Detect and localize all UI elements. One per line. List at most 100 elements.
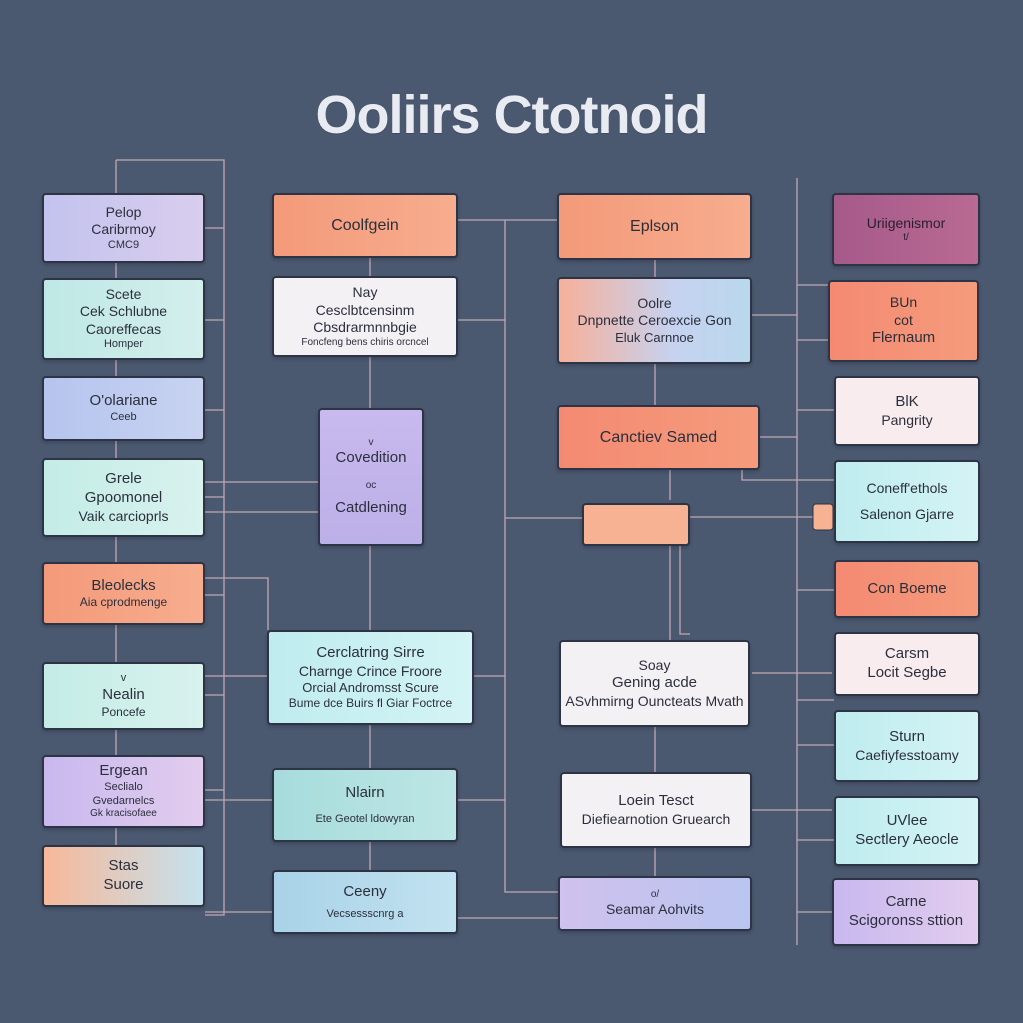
diagram-title: Ooliirs Ctotnoid bbox=[315, 85, 709, 145]
node-label: CMC9 bbox=[107, 238, 140, 251]
node-label: Catdlening bbox=[335, 498, 407, 516]
node-c1f[interactable]: v Nealin Poncefe bbox=[42, 662, 205, 730]
node-c2d[interactable]: Cerclatring Sirre Charnge Crince Froore … bbox=[267, 630, 474, 725]
node-label: Gvedarnelcs bbox=[92, 794, 155, 807]
node-label: Vecsessscnrg a bbox=[326, 907, 404, 920]
node-c3f[interactable]: Loein Tesct Diefiearnotion Gruearch bbox=[560, 772, 752, 848]
node-label: Bume dce Buirs fl Giar Foctrce bbox=[288, 696, 453, 711]
node-label: Nealin bbox=[102, 686, 145, 703]
connector bbox=[205, 577, 269, 630]
node-label: Locit Segbe bbox=[867, 664, 947, 681]
node-label: Cbsdrarmnnbgie bbox=[313, 319, 417, 335]
node-label: Nlairn bbox=[345, 783, 385, 801]
node-label: Seclialo bbox=[104, 780, 143, 793]
node-c4g[interactable]: Sturn Caefiyfesstoamy bbox=[834, 710, 980, 782]
node-label: Carsm bbox=[884, 645, 930, 663]
node-c2f[interactable]: Ceeny Vecsessscnrg a bbox=[272, 870, 458, 934]
node-label: Foncfeng bens chiris orcncel bbox=[301, 336, 429, 348]
node-c3e[interactable]: Soay Gening acde ASvhmirng Ouncteats Mva… bbox=[559, 640, 750, 727]
node-c4e[interactable]: Con Boeme bbox=[834, 560, 980, 618]
node-label: Coolfgein bbox=[331, 216, 399, 234]
node-label: Oolre bbox=[637, 294, 672, 311]
node-c4b[interactable]: BUn cot Flernaum bbox=[828, 280, 979, 362]
node-label: Soay bbox=[638, 656, 671, 673]
node-label: Sectlery Aeocle bbox=[855, 831, 959, 848]
node-label: ASvhmirng Ouncteats Mvath bbox=[565, 692, 744, 709]
node-label: Eluk Carnnoe bbox=[615, 329, 694, 345]
node-label: Pangrity bbox=[881, 411, 933, 428]
node-c2c[interactable]: v Covedition oc Catdlening bbox=[318, 408, 424, 546]
node-label: Cek Schlubne bbox=[79, 303, 168, 320]
node-label: Caefiyfesstoamy bbox=[855, 746, 959, 763]
node-label: Flernaum bbox=[871, 329, 936, 347]
node-label: Gk kracisofaee bbox=[90, 808, 157, 820]
node-c2e[interactable]: Nlairn Ete Geotel ldowyran bbox=[272, 768, 458, 842]
node-label: Loein Tesct bbox=[618, 791, 694, 809]
node-label: Gening acde bbox=[611, 674, 698, 692]
node-c4h[interactable]: UVlee Sectlery Aeocle bbox=[834, 796, 980, 866]
connector bbox=[458, 219, 558, 893]
node-label: v bbox=[368, 436, 374, 448]
node-label: Aia cprodmenge bbox=[79, 595, 168, 610]
node-c3c[interactable]: Canctiev Samed bbox=[557, 405, 760, 470]
node-label: Ergean bbox=[99, 762, 148, 780]
node-label: Poncefe bbox=[101, 704, 146, 719]
node-label: Pelop bbox=[105, 203, 142, 220]
node-c3d[interactable] bbox=[582, 503, 690, 546]
node-label: O'olariane bbox=[89, 392, 158, 410]
node-c2a[interactable]: Coolfgein bbox=[272, 193, 458, 258]
connector bbox=[116, 159, 225, 916]
node-c1a[interactable]: Pelop Caribrmoy CMC9 bbox=[42, 193, 205, 263]
node-c4d[interactable]: Coneff'ethols Salenon Gjarre bbox=[834, 460, 980, 543]
node-c4c[interactable]: BlK Pangrity bbox=[834, 376, 980, 446]
node-label: BUn bbox=[889, 294, 918, 311]
node-label: Diefiearnotion Gruearch bbox=[581, 810, 731, 827]
node-label: v bbox=[120, 672, 127, 685]
node-label: Vaik carcioprls bbox=[78, 507, 169, 524]
node-c1d[interactable]: Grele Gpoomonel Vaik carcioprls bbox=[42, 458, 205, 537]
node-label: Eplson bbox=[630, 217, 679, 235]
node-label: Sturn bbox=[889, 727, 925, 745]
node-label: Salenon Gjarre bbox=[859, 505, 955, 522]
node-label: Ete Geotel ldowyran bbox=[315, 812, 415, 825]
node-c4a[interactable]: Uriigenismor t/ bbox=[832, 193, 980, 266]
node-label: Ceeny bbox=[343, 882, 387, 900]
node-label: BlK bbox=[895, 392, 919, 410]
node-label: Grele bbox=[105, 470, 142, 487]
node-label: o/ bbox=[650, 888, 660, 900]
node-c3b[interactable]: Oolre Dnpnette Ceroexcie Gon Eluk Carnno… bbox=[557, 277, 752, 364]
node-c2b[interactable]: Nay Cesclbtcensinm Cbsdrarmnnbgie Foncfe… bbox=[272, 276, 458, 357]
node-label: Caribrmoy bbox=[91, 221, 156, 238]
node-c4i[interactable]: Carne Scigoronss sttion bbox=[832, 878, 980, 946]
node-label: Uriigenismor bbox=[866, 214, 946, 231]
node-label: Bleolecks bbox=[91, 576, 156, 594]
node-c4f[interactable]: Carsm Locit Segbe bbox=[834, 632, 980, 696]
node-c1g[interactable]: Ergean Seclialo Gvedarnelcs Gk kracisofa… bbox=[42, 755, 205, 828]
node-label: Homper bbox=[103, 338, 144, 351]
node-c3g[interactable]: o/ Seamar Aohvits bbox=[558, 876, 752, 931]
node-label: Dnpnette Ceroexcie Gon bbox=[577, 312, 732, 329]
node-label: Charnge Crince Froore bbox=[298, 662, 443, 679]
node-label: Con Boeme bbox=[867, 579, 947, 597]
node-c1h[interactable]: Stas Suore bbox=[42, 845, 205, 907]
node-label: Suore bbox=[103, 876, 144, 893]
node-c1c[interactable]: O'olariane Ceeb bbox=[42, 376, 205, 441]
node-c1b[interactable]: Scete Cek Schlubne Caoreffecas Homper bbox=[42, 278, 205, 360]
connector bbox=[679, 546, 690, 635]
node-c1e[interactable]: Bleolecks Aia cprodmenge bbox=[42, 562, 205, 625]
node-label: Canctiev Samed bbox=[599, 428, 718, 446]
node-label: oc bbox=[365, 480, 377, 491]
node-label: t/ bbox=[903, 232, 909, 243]
node-label: Nay bbox=[352, 284, 378, 300]
node-label: Cerclatring Sirre bbox=[316, 643, 425, 661]
node-label: Ceeb bbox=[110, 411, 137, 423]
node-label: UVlee bbox=[886, 812, 928, 830]
node-label: Coneff'ethols bbox=[866, 480, 948, 496]
node-label: Cesclbtcensinm bbox=[315, 301, 415, 318]
node-label: Carne bbox=[885, 893, 927, 911]
node-label: Gpoomonel bbox=[84, 488, 163, 506]
node-label: Scigoronss sttion bbox=[848, 912, 964, 929]
node-c3a[interactable]: Eplson bbox=[557, 193, 752, 260]
node-label: Orcial Andromsst Scure bbox=[302, 680, 439, 695]
